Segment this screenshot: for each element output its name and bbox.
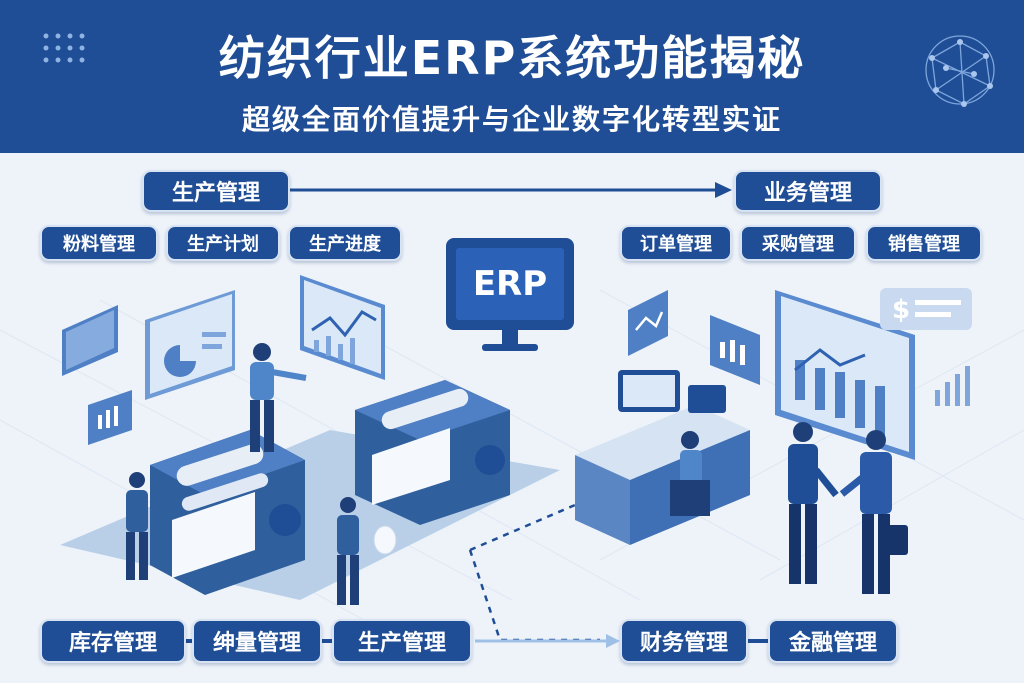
top-flow-production: 生产管理 — [142, 170, 290, 212]
top-flow-business: 业务管理 — [734, 170, 882, 212]
dollar-card: $ — [880, 288, 972, 330]
svg-text:$: $ — [892, 295, 910, 325]
module-production-progress: 生产进度 — [288, 225, 402, 261]
erp-monitor-icon — [446, 238, 574, 351]
graph-panel-small — [628, 290, 668, 356]
loom-machine-left — [150, 430, 305, 595]
page-subtitle: 超级全面价值提升与企业数字化转型实证 — [241, 103, 782, 136]
loom-machine-right — [355, 380, 510, 525]
bottom-inventory: 库存管理 — [40, 619, 186, 663]
office-desk — [575, 370, 750, 545]
worker-right — [337, 497, 397, 605]
bar-chart-panel-small — [88, 390, 132, 445]
globe-network-icon — [925, 35, 995, 107]
page-title: 纺织行业ERP系统功能揭秘 — [218, 31, 806, 85]
module-production-plan: 生产计划 — [166, 225, 280, 261]
map-panel — [62, 305, 118, 376]
bar-panel-small — [710, 315, 760, 385]
module-sales: 销售管理 — [866, 225, 982, 261]
dot-grid-icon — [43, 33, 85, 63]
businessman-right — [839, 430, 908, 594]
worker-left — [126, 472, 148, 580]
header-banner: 纺织行业ERP系统功能揭秘 超级全面价值提升与企业数字化转型实证 — [0, 0, 1024, 153]
line-chart-panel — [300, 275, 385, 380]
small-bars-right — [935, 366, 970, 406]
bottom-production: 生产管理 — [332, 619, 472, 663]
big-chart-panel — [775, 290, 915, 460]
bottom-financing: 金融管理 — [768, 619, 898, 663]
bottom-finance: 财务管理 — [620, 619, 748, 663]
erp-screen-label: ERP — [472, 264, 548, 304]
module-materials: 粉料管理 — [40, 225, 158, 261]
businessman-left — [788, 422, 839, 584]
dashed-connector — [468, 503, 600, 642]
bottom-quality: 绅量管理 — [192, 619, 322, 663]
module-orders: 订单管理 — [620, 225, 732, 261]
pie-chart-panel — [145, 290, 235, 400]
module-purchasing: 采购管理 — [740, 225, 856, 261]
worker-supervisor — [250, 343, 307, 452]
